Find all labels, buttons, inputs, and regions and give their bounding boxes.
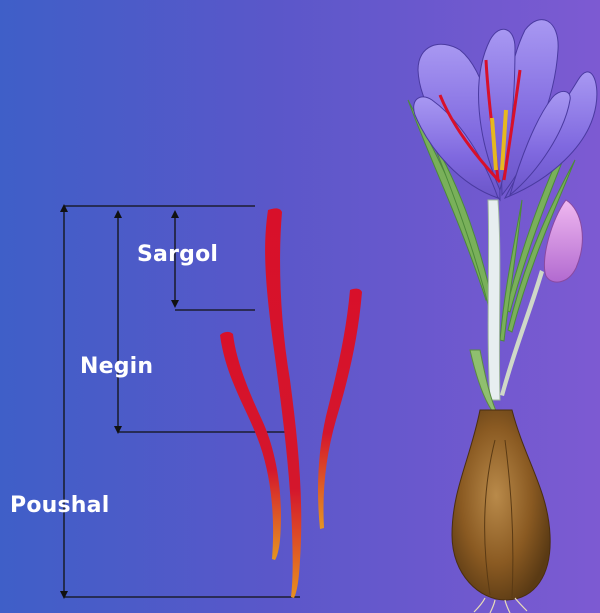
stigma-center — [265, 208, 301, 598]
label-poushal: Poushal — [10, 493, 109, 518]
stigma-left — [220, 332, 281, 560]
stigma-right — [318, 289, 362, 529]
crocus-plant-illustration — [408, 20, 597, 613]
label-sargol: Sargol — [137, 242, 218, 267]
saffron-stigmas — [220, 208, 362, 598]
label-negin: Negin — [80, 354, 153, 379]
